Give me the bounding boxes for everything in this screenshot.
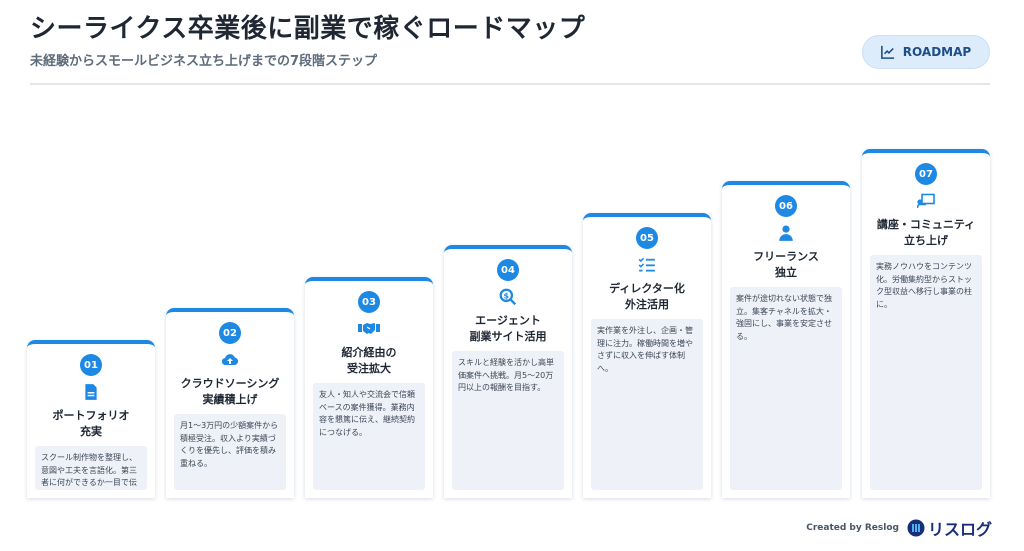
checklist-icon [637, 255, 657, 275]
header-divider [30, 83, 990, 85]
cloud-upload-icon [220, 350, 240, 370]
step-title: エージェント副業サイト活用 [469, 314, 547, 343]
person-icon [776, 223, 796, 243]
step-card-03: 03 紹介経由の受注拡大 友人・知人や交流会で信頼ベースの案件獲得。業務内容を懇… [305, 277, 433, 498]
step-description: 実務ノウハウをコンテンツ化。労働集約型からストック型収益へ移行し事業の柱に。 [870, 255, 982, 490]
logo-text: リスログ [927, 520, 992, 539]
step-title: フリーランス独立 [753, 250, 819, 279]
step-number: 04 [497, 259, 519, 281]
search-dollar-icon: $ [498, 287, 518, 307]
reslog-logo: リスログ [907, 516, 992, 540]
step-description: 月1〜3万円の少額案件から積極受注。収入より実績づくりを優先し、評価を積み重ねる… [174, 414, 286, 490]
step-title: 紹介経由の受注拡大 [341, 346, 397, 375]
step-title: ディレクター化外注活用 [609, 282, 685, 311]
step-number: 07 [915, 163, 937, 185]
step-number: 05 [636, 227, 658, 249]
step-description: 案件が途切れない状態で独立。集客チャネルを拡大・強固にし、事業を安定させる。 [730, 287, 842, 490]
footer: Created by Reslog リスログ [806, 516, 992, 540]
step-card-06: 06 フリーランス独立 案件が途切れない状態で独立。集客チャネルを拡大・強固にし… [722, 181, 850, 498]
step-description: スクール制作物を整理し、意図や工夫を言語化。第三者に何ができるか一目で伝わる状態… [35, 446, 147, 490]
svg-text:$: $ [504, 292, 509, 301]
step-title: ポートフォリオ充実 [52, 409, 130, 438]
created-by-text: Created by Reslog [806, 523, 899, 533]
step-title: 講座・コミュニティ立ち上げ [876, 218, 976, 247]
roadmap-badge-label: ROADMAP [902, 45, 972, 59]
step-description: 友人・知人や交流会で信頼ベースの案件獲得。業務内容を懇篤に伝え、継続契約につなげ… [313, 383, 425, 490]
step-card-05: 05 ディレクター化外注活用 実作業を外注し、企画・管理に注力。稼働時間を増やさ… [583, 213, 711, 498]
logo-mark-icon [907, 519, 925, 537]
step-card-04: 04 $ エージェント副業サイト活用 スキルと経験を活かし高単価案件へ挑戦。月5… [444, 245, 572, 498]
chart-line-icon [880, 45, 895, 59]
handshake-icon [357, 319, 381, 339]
step-card-07: 07 講座・コミュニティ立ち上げ 実務ノウハウをコンテンツ化。労働集約型からスト… [862, 149, 990, 498]
document-icon [81, 382, 101, 402]
step-card-01: 01 ポートフォリオ充実 スクール制作物を整理し、意図や工夫を言語化。第三者に何… [27, 340, 155, 498]
step-description: スキルと経験を活かし高単価案件へ挑戦。月5〜20万円以上の報酬を目指す。 [452, 351, 564, 490]
presentation-icon [916, 191, 936, 211]
step-number: 06 [775, 195, 797, 217]
step-number: 03 [358, 291, 380, 313]
step-number: 02 [219, 322, 241, 344]
step-title: クラウドソーシング実績積上げ [180, 377, 280, 406]
roadmap-badge: ROADMAP [862, 35, 990, 69]
step-card-02: 02 クラウドソーシング実績積上げ 月1〜3万円の少額案件から積極受注。収入より… [166, 308, 294, 498]
step-number: 01 [80, 354, 102, 376]
step-description: 実作業を外注し、企画・管理に注力。稼働時間を増やさずに収入を伸ばす体制へ。 [591, 319, 703, 490]
page-subtitle: 未経験からスモールビジネス立ち上げまでの7段階ステップ [30, 54, 378, 69]
page-title: シーライクス卒業後に副業で稼ぐロードマップ [30, 14, 586, 44]
